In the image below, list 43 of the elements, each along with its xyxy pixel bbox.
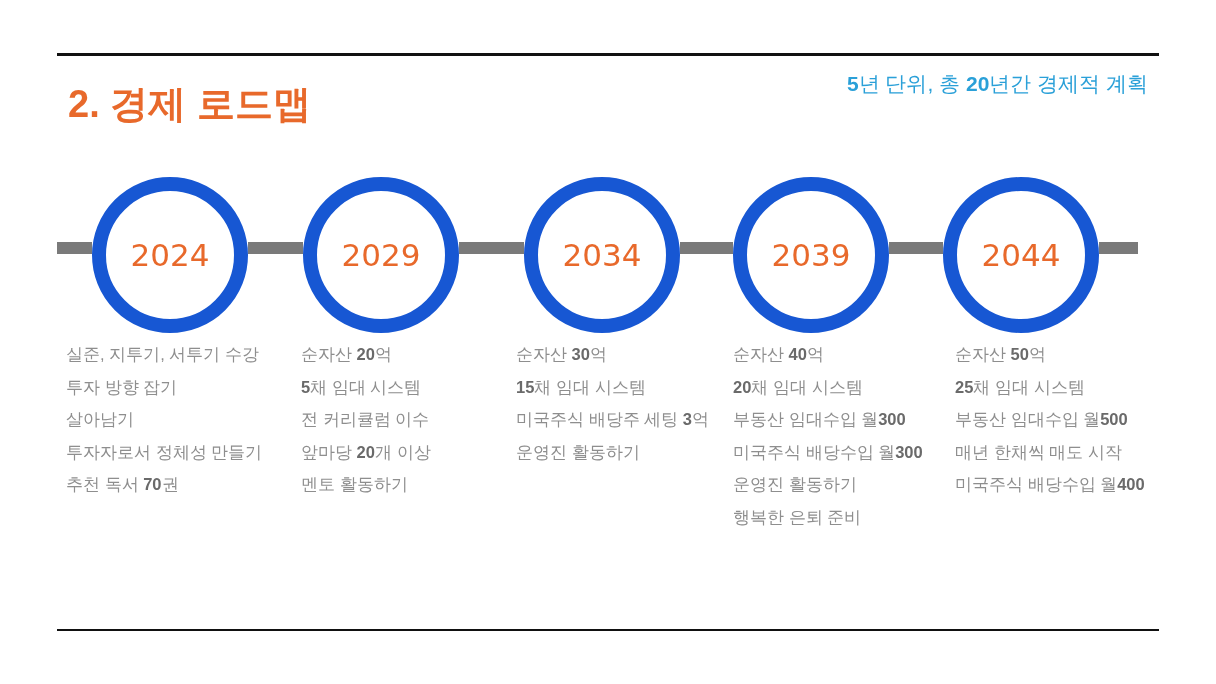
milestone-text: 부동산 임대수입 월500 bbox=[955, 409, 1128, 429]
milestone-text: 미국주식 배당수입 월300 bbox=[733, 441, 923, 462]
milestone-text: 멘토 활동하기 bbox=[301, 474, 408, 494]
page-title: 2. 경제 로드맵 bbox=[68, 82, 311, 127]
timeline-bar bbox=[1099, 242, 1138, 254]
year-circle bbox=[943, 177, 1099, 333]
timeline-bar bbox=[889, 242, 943, 254]
milestone-text: 미국주식 배당수입 월400 bbox=[955, 474, 1145, 494]
milestone-text: 5채 임대 시스템 bbox=[301, 376, 422, 397]
timeline-bar bbox=[459, 242, 524, 254]
milestone-text: 15채 임대 시스템 bbox=[516, 376, 646, 397]
milestone-text: 순자산 20억 bbox=[301, 344, 392, 364]
year-circle bbox=[92, 177, 248, 333]
milestone-text: 20채 임대 시스템 bbox=[733, 376, 863, 397]
year-circle bbox=[303, 177, 459, 333]
milestone-text: 순자산 30억 bbox=[516, 344, 607, 364]
year-label: 2044 bbox=[980, 236, 1062, 275]
year-label: 2039 bbox=[770, 236, 852, 275]
timeline-bar bbox=[57, 242, 92, 254]
milestone-text: 추천 독서 70권 bbox=[66, 474, 179, 494]
milestone-text: 살아남기 bbox=[66, 409, 134, 429]
timeline-bar bbox=[680, 242, 733, 254]
milestone-text: 전 커리큘럼 이수 bbox=[301, 409, 430, 429]
milestone-text: 매년 한채씩 매도 시작 bbox=[955, 441, 1122, 462]
milestone-text: 미국주식 배당주 세팅 3억 bbox=[516, 409, 709, 429]
year-label: 2029 bbox=[340, 236, 422, 275]
year-label: 2034 bbox=[561, 236, 643, 275]
milestone-text: 운영진 활동하기 bbox=[733, 474, 857, 494]
year-circle bbox=[733, 177, 889, 333]
milestone-text: 25채 임대 시스템 bbox=[955, 376, 1085, 397]
milestone-text: 실준, 지투기, 서투기 수강 bbox=[66, 344, 259, 364]
milestone-text: 순자산 50억 bbox=[955, 344, 1046, 364]
timeline-bar bbox=[248, 242, 303, 254]
milestone-text: 순자산 40억 bbox=[733, 344, 824, 364]
milestone-text: 앞마당 20개 이상 bbox=[301, 441, 431, 462]
milestone-text: 투자자로서 정체성 만들기 bbox=[66, 441, 263, 462]
year-circle bbox=[524, 177, 680, 333]
milestone-text: 투자 방향 잡기 bbox=[66, 376, 178, 397]
subtitle-text: 5년 단위, 총 20년간 경제적 계획 bbox=[846, 71, 1148, 97]
year-label: 2024 bbox=[129, 236, 211, 275]
milestone-text: 운영진 활동하기 bbox=[516, 441, 640, 462]
milestone-text: 행복한 은퇴 준비 bbox=[733, 506, 862, 527]
milestone-text: 부동산 임대수입 월300 bbox=[733, 409, 906, 429]
